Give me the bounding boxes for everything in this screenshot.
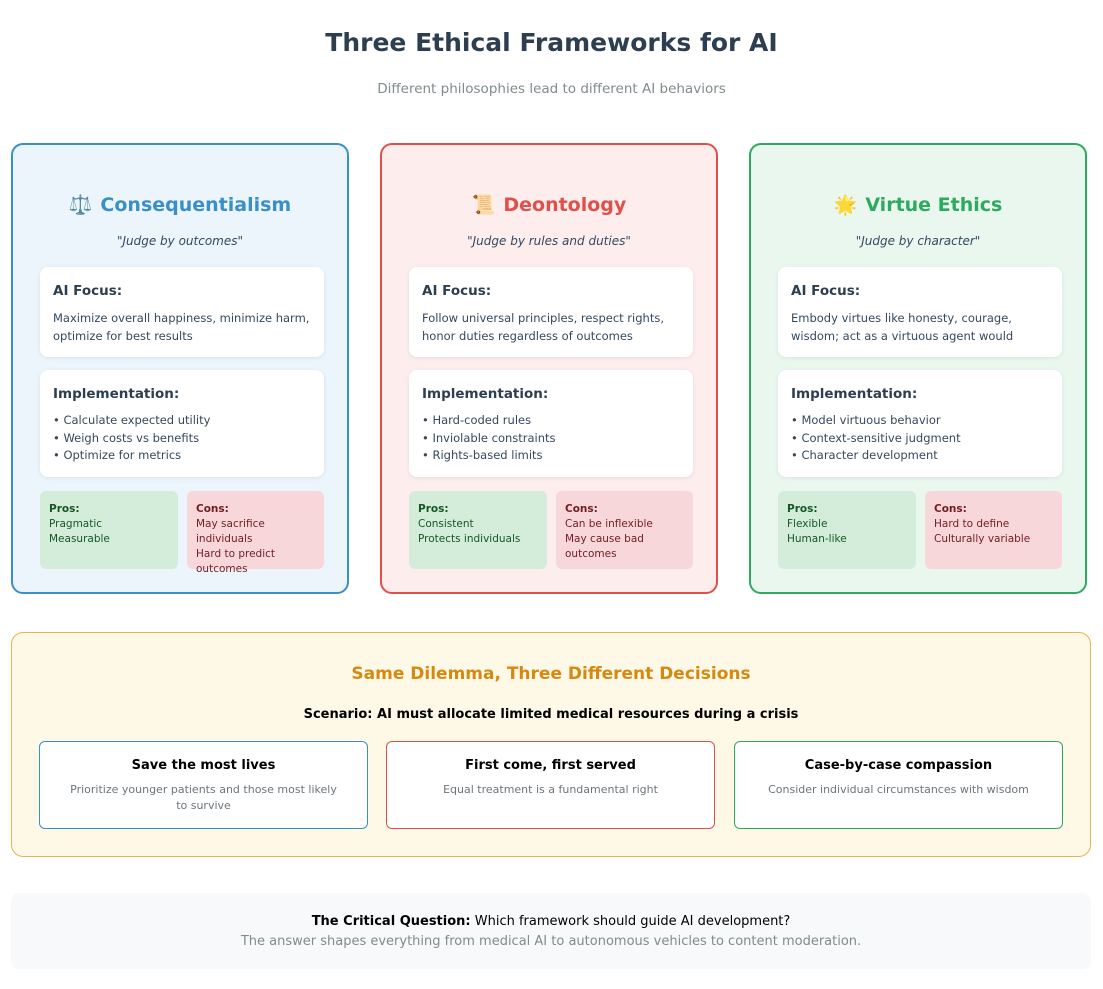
cons-item: Hard to define (934, 518, 1010, 530)
pros-label: Pros: (418, 503, 449, 515)
pros-item: Human-like (787, 533, 847, 545)
implementation-heading: Implementation: (422, 386, 549, 402)
framework-tagline: "Judge by outcomes" (116, 234, 244, 248)
implementation-item: Calculate expected utility (53, 412, 311, 430)
cons-label: Cons: (934, 503, 967, 515)
ai-focus-text: Follow universal principles, respect rig… (422, 311, 664, 343)
pros-box: Pros: Pragmatic Measurable (40, 491, 178, 569)
pros-box: Pros: Consistent Protects individuals (409, 491, 547, 569)
implementation-list: Calculate expected utility Weigh costs v… (53, 412, 311, 465)
scenario-label: Scenario: (303, 707, 373, 722)
implementation-item: Rights-based limits (422, 447, 680, 465)
decision-card-consequentialism: Save the most lives Prioritize younger p… (39, 741, 368, 829)
ai-focus-card: AI Focus: Maximize overall happiness, mi… (40, 267, 324, 357)
decision-card-virtue-ethics: Case-by-case compassion Consider individ… (734, 741, 1063, 829)
framework-card-virtue-ethics: 🌟 Virtue Ethics "Judge by character" AI F… (749, 143, 1087, 594)
ai-focus-card: AI Focus: Follow universal principles, r… (409, 267, 693, 357)
implementation-list: Hard-coded rules Inviolable constraints … (422, 412, 680, 465)
framework-name: Virtue Ethics (865, 194, 1003, 216)
framework-heading: ⚖️ Consequentialism (13, 193, 347, 216)
cons-item: May cause bad outcomes (565, 533, 644, 560)
implementation-card: Implementation: Hard-coded rules Inviola… (409, 370, 693, 477)
framework-name: Deontology (503, 194, 627, 216)
decision-title: Case-by-case compassion (804, 758, 993, 773)
framework-heading: 📜 Deontology (382, 193, 716, 216)
implementation-item: Context-sensitive judgment (791, 430, 1049, 448)
pros-box: Pros: Flexible Human-like (778, 491, 916, 569)
framework-card-deontology: 📜Deontology "Judge by rules and duties" … (380, 143, 718, 594)
ai-focus-text: Embody virtues like honesty, courage, wi… (791, 311, 1014, 343)
scales-icon: ⚖️ (68, 194, 93, 216)
dilemma-panel: Same Dilemma, Three Different Decisions … (11, 632, 1091, 857)
framework-card-consequentialism: ⚖️ Consequentialism "Judge by outcomes" A… (11, 143, 349, 594)
ai-focus-text: Maximize overall happiness, minimize har… (53, 311, 310, 343)
pros-item: Measurable (49, 533, 110, 545)
pros-item: Pragmatic (49, 518, 103, 530)
decision-title: First come, first served (465, 758, 636, 773)
critical-question-text: Which framework should guide AI developm… (470, 914, 791, 929)
critical-question-subtext: The answer shapes everything from medica… (240, 934, 862, 949)
implementation-item: Model virtuous behavior (791, 412, 1049, 430)
scenario-text: AI must allocate limited medical resourc… (372, 707, 799, 722)
scenario-line: Scenario: AI must allocate limited medic… (12, 707, 1090, 722)
ai-focus-heading: AI Focus: (422, 283, 492, 299)
framework-heading: 🌟 Virtue Ethics (751, 193, 1085, 216)
scroll-icon: 📜 (471, 194, 496, 216)
decision-description: Equal treatment is a fundamental right (443, 783, 658, 796)
cons-item: Hard to predict outcomes (196, 548, 276, 575)
cons-box: Cons: Hard to define Culturally variable (925, 491, 1062, 569)
decision-description: Consider individual circumstances with w… (768, 783, 1029, 796)
implementation-list: Model virtuous behavior Context-sensitiv… (791, 412, 1049, 465)
implementation-item: Optimize for metrics (53, 447, 311, 465)
implementation-card: Implementation: Calculate expected utili… (40, 370, 324, 477)
ai-focus-heading: AI Focus: (791, 283, 861, 299)
pros-item: Flexible (787, 518, 828, 530)
framework-tagline: "Judge by rules and duties" (467, 234, 631, 248)
critical-question: The Critical Question: Which framework s… (11, 914, 1091, 929)
implementation-item: Hard-coded rules (422, 412, 680, 430)
star-icon: 🌟 (833, 194, 858, 216)
decision-description: Prioritize younger patients and those mo… (70, 783, 337, 812)
implementation-item: Character development (791, 447, 1049, 465)
decision-title: Save the most lives (131, 758, 276, 773)
cons-box: Cons: May sacrifice individuals Hard to … (187, 491, 324, 575)
cons-label: Cons: (565, 503, 598, 515)
page-title: Three Ethical Frameworks for AI (325, 28, 778, 57)
implementation-item: Weigh costs vs benefits (53, 430, 311, 448)
cons-box: Cons: Can be inflexible May cause bad ou… (556, 491, 693, 569)
implementation-heading: Implementation: (791, 386, 918, 402)
dilemma-title: Same Dilemma, Three Different Decisions (351, 664, 751, 684)
decision-card-deontology: First come, first served Equal treatment… (386, 741, 715, 829)
pros-label: Pros: (49, 503, 80, 515)
cons-item: Can be inflexible (565, 518, 653, 530)
pros-item: Consistent (418, 518, 474, 530)
implementation-card: Implementation: Model virtuous behavior … (778, 370, 1062, 477)
implementation-item: Inviolable constraints (422, 430, 680, 448)
implementation-heading: Implementation: (53, 386, 180, 402)
cons-item: May sacrifice individuals (196, 518, 265, 545)
pros-item: Protects individuals (418, 533, 521, 545)
cons-item: Culturally variable (934, 533, 1031, 545)
cons-label: Cons: (196, 503, 229, 515)
page-subtitle: Different philosophies lead to different… (377, 81, 726, 97)
framework-tagline: "Judge by character" (855, 234, 981, 248)
critical-question-label: The Critical Question: (311, 914, 471, 929)
ai-focus-heading: AI Focus: (53, 283, 123, 299)
critical-question-box: The Critical Question: Which framework s… (11, 893, 1091, 969)
pros-label: Pros: (787, 503, 818, 515)
framework-name: Consequentialism (100, 194, 292, 216)
ai-focus-card: AI Focus: Embody virtues like honesty, c… (778, 267, 1062, 357)
